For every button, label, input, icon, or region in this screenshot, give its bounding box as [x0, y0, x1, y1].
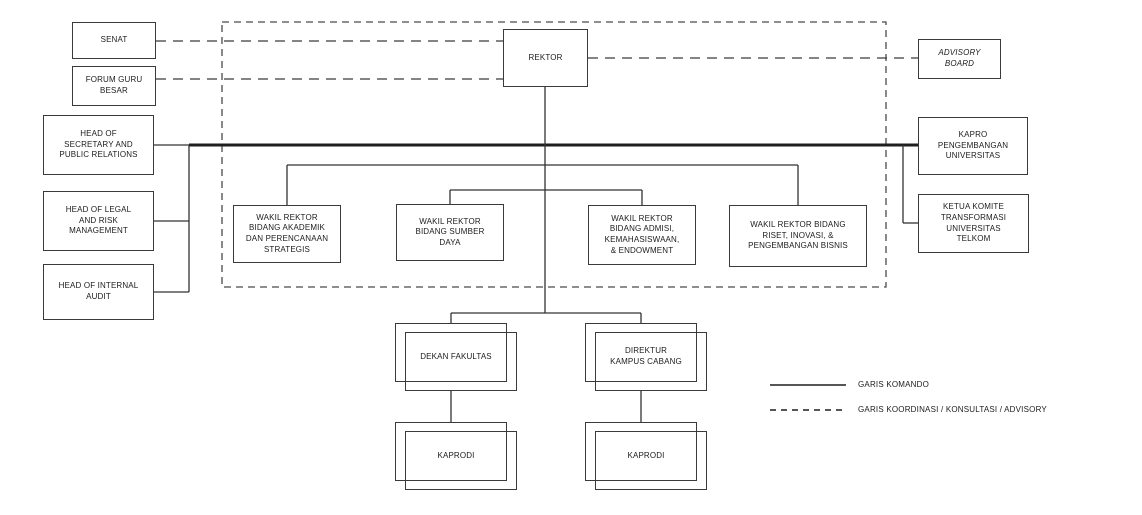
node-advisory-board: ADVISORY BOARD	[918, 39, 1001, 79]
stack-label: DEKAN FAKULTAS	[420, 351, 492, 361]
node-dekan-fakultas: DEKAN FAKULTAS	[395, 323, 517, 391]
node-wakil-admisi: WAKIL REKTOR BIDANG ADMISI, KEMAHASISWAA…	[588, 205, 696, 265]
stack-sheet-back	[585, 323, 697, 382]
stack-sheet-back	[395, 323, 507, 382]
node-wakil-riset: WAKIL REKTOR BIDANG RISET, INOVASI, & PE…	[729, 205, 867, 267]
node-wakil-akademik: WAKIL REKTOR BIDANG AKADEMIK DAN PERENCA…	[233, 205, 341, 263]
legend-label-koordinasi: GARIS KOORDINASI / KONSULTASI / ADVISORY	[858, 405, 1047, 414]
node-direktur-kampus-cabang: DIREKTUR KAMPUS CABANG	[585, 323, 707, 391]
stack-sheet-back	[395, 422, 507, 481]
coordination-boundary-rect	[221, 21, 887, 288]
node-wakil-sumber-daya: WAKIL REKTOR BIDANG SUMBER DAYA	[396, 204, 504, 261]
stack-label: KAPRODI	[437, 450, 475, 460]
stack-sheet-front	[405, 431, 517, 490]
stack-sheet-front	[595, 332, 707, 391]
stack-sheet-back	[585, 422, 697, 481]
stack-sheet-front	[405, 332, 517, 391]
legend-label-komando: GARIS KOMANDO	[858, 380, 930, 389]
node-forum-guru-besar: FORUM GURU BESAR	[72, 66, 156, 106]
node-kapro-pengembangan: KAPRO PENGEMBANGAN UNIVERSITAS	[918, 117, 1028, 175]
node-kaprodi-fakultas: KAPRODI	[395, 422, 517, 490]
node-senat: SENAT	[72, 22, 156, 59]
node-kaprodi-cabang: KAPRODI	[585, 422, 707, 490]
stack-label: DIREKTUR KAMPUS CABANG	[610, 346, 682, 366]
stack-sheet-front	[595, 431, 707, 490]
stack-label: KAPRODI	[627, 450, 665, 460]
node-head-audit: HEAD OF INTERNAL AUDIT	[43, 264, 154, 320]
node-rektor: REKTOR	[503, 29, 588, 87]
node-head-legal: HEAD OF LEGAL AND RISK MANAGEMENT	[43, 191, 154, 251]
node-ketua-komite: KETUA KOMITE TRANSFORMASI UNIVERSITAS TE…	[918, 194, 1029, 253]
node-head-secretary: HEAD OF SECRETARY AND PUBLIC RELATIONS	[43, 115, 154, 175]
